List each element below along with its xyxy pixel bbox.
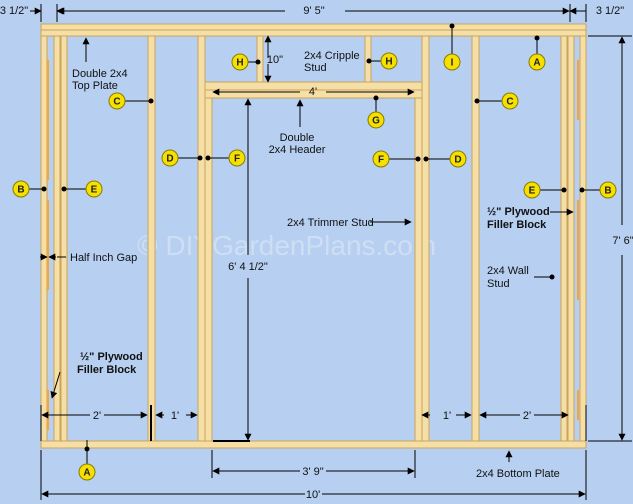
top-plate-upper — [40, 23, 587, 31]
svg-text:B: B — [17, 185, 24, 196]
left-trimmer-stud — [204, 97, 213, 442]
svg-text:C: C — [506, 97, 513, 108]
label-top-plate-line1: Double 2x4 — [72, 68, 128, 80]
callout-f-right: F — [372, 150, 390, 168]
svg-text:E: E — [529, 186, 536, 197]
svg-text:E: E — [91, 185, 98, 196]
label-header-line2: 2x4 Header — [269, 144, 326, 156]
label-cripple-line2: Stud — [304, 62, 327, 74]
svg-text:A: A — [533, 58, 540, 69]
label-half-inch-gap: Half Inch Gap — [70, 252, 137, 264]
dim-opening-height: 6' 4 1/2" — [228, 261, 268, 273]
label-bottom-plate: 2x4 Bottom Plate — [476, 468, 560, 480]
callout-h-left: H — [231, 53, 249, 71]
right-wall-stud — [471, 35, 480, 442]
dim-right-stud-spacing: 2' — [523, 410, 531, 422]
label-wall-stud-line2: Stud — [487, 278, 510, 290]
callout-a-top: A — [528, 53, 546, 71]
left-end-stud-outer — [40, 35, 48, 442]
right-end-stud-inner — [567, 35, 575, 442]
plywood-filler-blocks — [47, 60, 579, 430]
callout-e-left: E — [85, 180, 103, 198]
dim-wall-height: 7' 6" — [612, 235, 633, 247]
label-plywood-right-line2: Filler Block — [487, 219, 547, 231]
callout-c-left: C — [108, 92, 126, 110]
dim-right-inner-spacing: 1' — [443, 410, 451, 422]
left-end-stud-third — [60, 35, 68, 442]
label-trimmer-stud: 2x4 Trimmer Stud — [287, 217, 374, 229]
callout-h-right: H — [380, 52, 398, 70]
dim-header-width: 4' — [309, 86, 317, 98]
svg-text:G: G — [372, 116, 380, 127]
callout-d-left: D — [161, 149, 179, 167]
callout-d-right: D — [449, 150, 467, 168]
svg-text:H: H — [236, 58, 243, 69]
plywood-strip-left-1 — [47, 60, 49, 180]
dim-left-gap: 3 1/2" — [0, 5, 28, 17]
top-plate-lower — [40, 29, 587, 37]
callout-f-left: F — [228, 149, 246, 167]
dimension-labels: 3 1/2" 9' 5" 3 1/2" 10" 4' 7' 6" 6' 4 1/… — [0, 5, 633, 501]
part-labels: Double 2x4 Top Plate 2x4 Cripple Stud Do… — [70, 50, 560, 480]
svg-text:I: I — [451, 58, 454, 69]
callout-a-bottom: A — [78, 463, 96, 481]
label-wall-stud-line1: 2x4 Wall — [487, 265, 529, 277]
callout-b-left: B — [12, 180, 30, 198]
label-plywood-left-line1: ½" Plywood — [80, 351, 143, 363]
dimension-lines — [30, 4, 632, 500]
svg-text:F: F — [234, 154, 240, 165]
callout-i: I — [443, 53, 461, 71]
right-end-stud-outer — [579, 35, 587, 442]
framing-lumber — [40, 23, 587, 449]
dim-left-stud-spacing: 2' — [93, 410, 101, 422]
svg-text:H: H — [385, 57, 392, 68]
label-plywood-right-line1: ½" Plywood — [487, 206, 550, 218]
plywood-strip-right-2 — [577, 200, 579, 300]
bottom-plate — [40, 440, 587, 449]
dim-opening-width: 3' 9" — [302, 466, 323, 478]
callout-e-right: E — [523, 181, 541, 199]
header-lower — [204, 89, 423, 99]
label-top-plate-line2: Top Plate — [72, 80, 118, 92]
dim-total-width: 10' — [306, 489, 320, 501]
plywood-strip-left-2 — [47, 200, 49, 290]
label-plywood-left-line2: Filler Block — [77, 364, 137, 376]
svg-text:D: D — [454, 155, 461, 166]
dim-top-width: 9' 5" — [303, 5, 324, 17]
left-king-stud — [197, 35, 206, 442]
callout-c-right: C — [501, 92, 519, 110]
plywood-strip-right-1 — [577, 60, 579, 120]
svg-text:A: A — [83, 468, 90, 479]
svg-text:F: F — [378, 155, 384, 166]
svg-text:C: C — [113, 97, 120, 108]
dim-cripple-height: 10" — [267, 54, 283, 66]
left-end-stud-inner — [53, 35, 61, 442]
callouts: A A B B C C D D — [12, 52, 617, 481]
callout-g: G — [367, 111, 385, 129]
leader-dots — [41, 23, 585, 452]
label-header-line1: Double — [280, 132, 315, 144]
svg-text:D: D — [166, 154, 173, 165]
dim-left-inner-spacing: 1' — [171, 410, 179, 422]
watermark: © DIYGardenPlans.com — [137, 230, 436, 261]
right-end-stud-third — [560, 35, 568, 442]
plywood-strip-right-3 — [577, 390, 579, 420]
svg-text:B: B — [604, 186, 611, 197]
dim-right-gap: 3 1/2" — [596, 5, 624, 17]
left-wall-stud — [147, 35, 156, 442]
label-cripple-line1: 2x4 Cripple — [304, 50, 360, 62]
callout-b-right: B — [599, 181, 617, 199]
plywood-strip-left-3 — [47, 390, 49, 430]
right-trimmer-stud — [414, 97, 423, 442]
right-king-stud — [421, 35, 430, 442]
